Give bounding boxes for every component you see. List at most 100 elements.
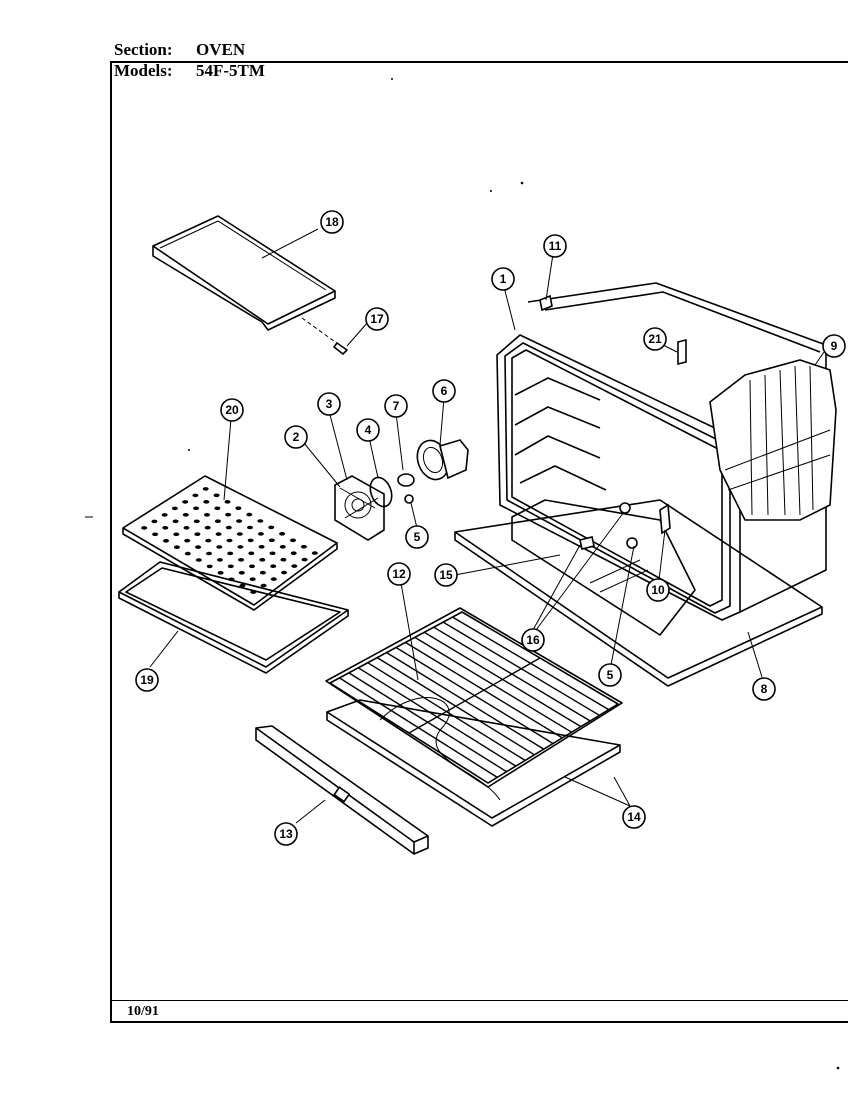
svg-text:1: 1 [500,272,507,286]
part-6-motor [397,439,469,504]
svg-text:10: 10 [651,583,665,597]
callout-5-motor: 5 [405,525,429,549]
perforation [217,571,224,575]
perforation [151,519,158,524]
perforation [259,558,266,562]
perforation [184,538,191,543]
svg-text:3: 3 [326,397,333,411]
callout-15: 15 [434,563,458,587]
perforation [238,571,245,575]
perforation [163,539,169,543]
svg-text:16: 16 [526,633,540,647]
perforation [171,506,178,511]
svg-text:4: 4 [365,423,372,437]
perforation [279,545,286,549]
svg-text:8: 8 [761,682,768,696]
callout-3: 3 [317,392,341,416]
perforation [269,551,276,556]
part-18-shelf [152,215,348,355]
perforation [237,545,244,549]
svg-text:19: 19 [140,673,154,687]
svg-text:14: 14 [627,810,641,824]
perforation [152,532,159,537]
perforation [225,512,232,517]
rack-crossbar [408,657,541,734]
perforation [258,545,265,549]
callout-16: 16 [521,628,545,652]
perforation [203,500,210,504]
perforation [182,513,189,517]
svg-text:5: 5 [607,668,614,682]
perforation [226,538,233,543]
perforation [206,551,212,556]
perforation [279,532,286,536]
perforation [300,544,307,549]
perforation [195,545,202,549]
svg-text:6: 6 [441,384,448,398]
perforation [227,551,234,556]
perforation [311,551,318,555]
models-label: Models: [114,61,173,80]
perforation [215,532,222,536]
part-12-rack [325,607,623,788]
callout-8: 8 [752,677,776,701]
perforation [141,526,148,530]
callout-19: 19 [135,668,159,692]
perforation [260,583,267,588]
section-value: OVEN [196,40,246,59]
part-3-fan-housing [334,475,393,541]
callout-10: 10 [646,578,670,602]
callout-13: 13 [274,822,298,846]
svg-text:11: 11 [549,239,562,253]
perforation [184,551,191,556]
perforation [205,538,212,543]
part-13-bracket [255,725,429,855]
perforation [280,557,287,562]
perforation [235,506,242,511]
svg-text:20: 20 [225,403,239,417]
perforation [270,564,277,568]
perforation [195,558,202,562]
perforation [224,500,231,504]
svg-text:9: 9 [831,339,838,353]
section-label: Section: [114,40,173,59]
perforation [227,564,234,569]
models-value: 54F-5TM [196,61,265,80]
callout-11: 11 [543,234,567,258]
callout-2: 2 [284,425,308,449]
perforation [214,506,221,511]
svg-text:5: 5 [414,530,421,544]
callout-1: 1 [491,267,515,291]
svg-text:13: 13 [279,827,293,841]
perforation [204,525,211,530]
svg-text:15: 15 [439,568,453,582]
perforation [236,519,243,523]
perforation [206,564,213,569]
svg-text:17: 17 [370,312,384,326]
callout-21: 21 [643,327,667,351]
callout-9: 9 [822,334,846,358]
callout-14: 14 [622,805,646,829]
perforation [246,512,253,517]
perforation [204,513,210,517]
perforation [270,577,277,581]
perforation [173,545,180,549]
perforation [162,526,169,530]
perforation [236,532,243,536]
section-line: Section: OVEN [114,41,245,59]
part-19-tray [118,561,349,674]
footer-rule [110,1000,848,1001]
callout-7: 7 [384,394,408,418]
perforation [268,525,275,530]
perforation [216,558,223,562]
perforation [214,519,221,523]
perforation [247,538,254,543]
perforation [257,519,264,523]
callout-4: 4 [356,418,380,442]
callout-12: 12 [387,562,411,586]
perforation [290,551,297,555]
callout-17: 17 [365,307,389,331]
perforation [172,519,179,524]
svg-text:7: 7 [393,399,400,413]
